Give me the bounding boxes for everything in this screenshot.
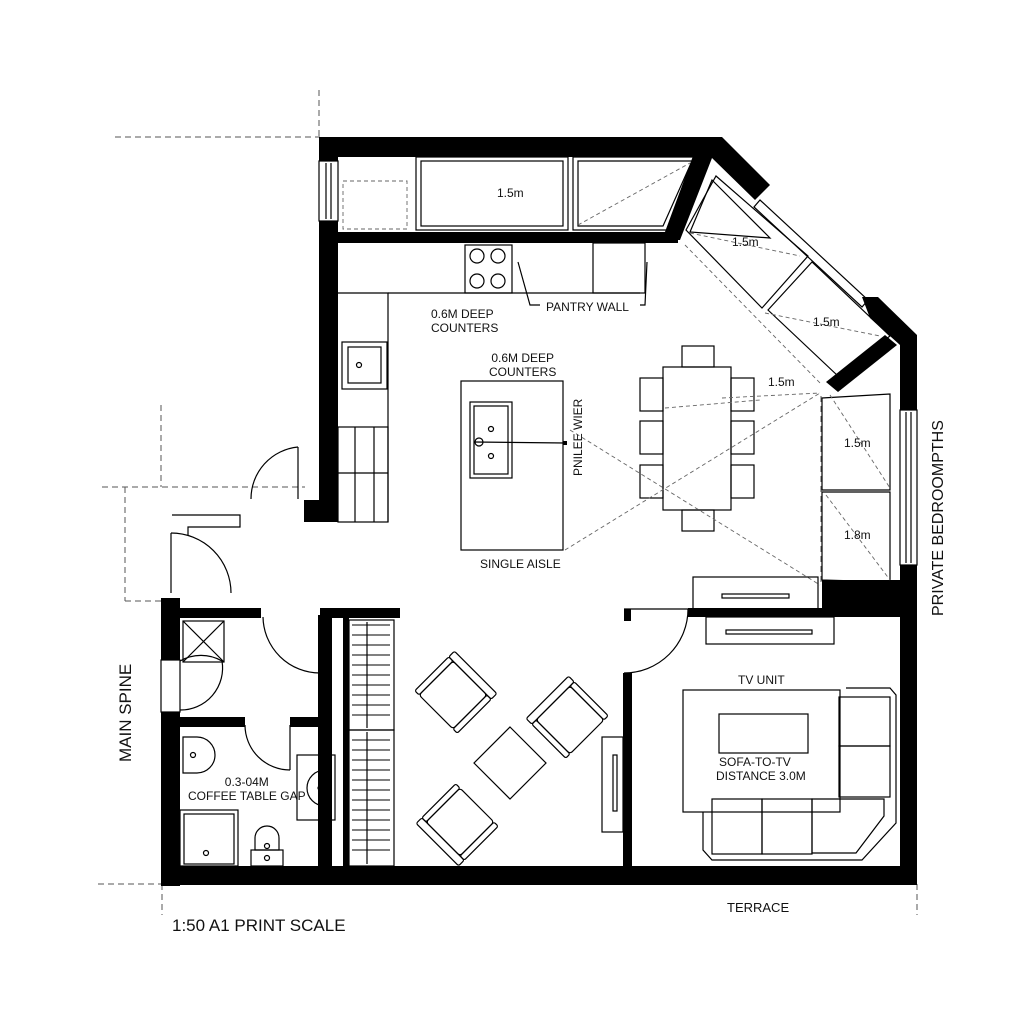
pantry-wall-label: PANTRY WALL [546, 300, 629, 314]
private-bedrooms-label: PRIVATE BEDROOMPTHS [930, 420, 947, 616]
coffee-gap-line1: 0.3-04M [224, 775, 269, 789]
living-furniture [415, 651, 624, 866]
bookshelf [348, 619, 395, 867]
dining-distance-dimension: 1.5m [768, 375, 795, 389]
coffee-gap-line2: COFFEE TABLE GAP [188, 788, 306, 803]
sideboards [692, 576, 835, 645]
kitchen-top-window-dimension: 1.5m [497, 186, 524, 200]
counters-upper-label: 0.6M DEEP COUNTERS [431, 307, 499, 336]
island-vertical-label: PNILEE WIER [571, 398, 585, 476]
diagonal-window-2-dimension: 1.5m [813, 315, 840, 329]
coffee-gap-label: 0.3-04M COFFEE TABLE GAP [188, 775, 306, 804]
walls [161, 137, 917, 886]
sofa-tv-label: SOFA-TO-TV DISTANCE 3.0M [716, 755, 806, 784]
counters-island-line2: COUNTERS [489, 364, 557, 379]
print-scale-label: 1:50 A1 PRINT SCALE [172, 916, 346, 935]
bay-lower-dimension: 1.8m [844, 528, 871, 542]
single-aisle-label: SINGLE AISLE [480, 557, 561, 571]
dining-set [564, 345, 821, 586]
counters-upper-line2: COUNTERS [431, 320, 499, 335]
terrace-label: TERRACE [727, 900, 790, 915]
main-spine-label: MAIN SPINE [116, 663, 135, 762]
kitchen-top-units [342, 156, 699, 231]
windows [160, 160, 918, 713]
kitchen-island [460, 380, 567, 551]
sofa-tv-line1: SOFA-TO-TV [719, 755, 791, 769]
diagonal-windows [684, 175, 891, 386]
bay-storage [820, 393, 891, 583]
lounge-furniture [682, 687, 897, 861]
sofa-tv-line2: DISTANCE 3.0M [716, 768, 806, 783]
counters-island-label: 0.6M DEEP COUNTERS [489, 351, 557, 380]
bathroom-fixtures [179, 620, 336, 867]
diagonal-window-1-dimension: 1.5m [732, 235, 759, 249]
tv-unit-label: TV UNIT [738, 673, 785, 687]
counters-upper-line1: 0.6M DEEP [431, 307, 494, 321]
doors [170, 446, 689, 771]
bay-upper-dimension: 1.5m [844, 436, 871, 450]
reference-lines [98, 90, 918, 915]
kitchen-counters [337, 242, 648, 523]
counters-island-line1: 0.6M DEEP [491, 351, 555, 365]
